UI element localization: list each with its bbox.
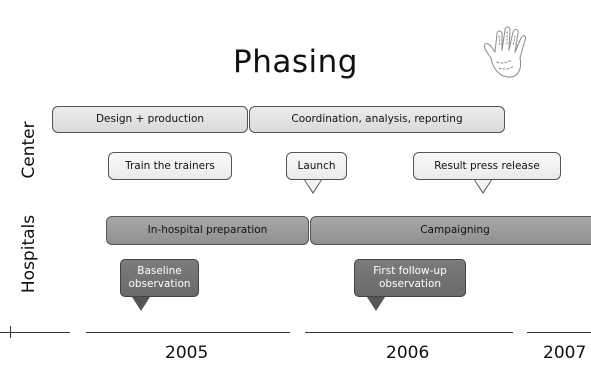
phase-coordination: Coordination, analysis, reporting bbox=[249, 106, 505, 133]
phase-campaigning: Campaigning bbox=[310, 216, 591, 245]
slide-title: Phasing bbox=[233, 44, 358, 80]
milestone-launch: Launch bbox=[286, 152, 347, 180]
phase-coordination-label: Coordination, analysis, reporting bbox=[291, 113, 463, 125]
timeline-segment-2005 bbox=[86, 332, 290, 333]
baseline-pointer bbox=[132, 297, 150, 311]
milestone-launch-label: Launch bbox=[297, 159, 336, 172]
phase-design-production-label: Design + production bbox=[95, 113, 205, 125]
milestone-train-trainers-label: Train the trainers bbox=[125, 159, 215, 172]
phase-in-hospital-preparation: In-hospital preparation bbox=[106, 216, 309, 245]
milestone-first-follow-up: First follow-up observation bbox=[354, 259, 466, 297]
phase-campaigning-label: Campaigning bbox=[420, 224, 490, 236]
timeline-segment-2007 bbox=[527, 332, 591, 333]
follow-up-pointer bbox=[367, 297, 385, 311]
timeline-tick-start bbox=[10, 326, 11, 338]
phase-in-hospital-preparation-label: In-hospital preparation bbox=[147, 224, 268, 236]
phase-design-production: Design + production bbox=[52, 106, 248, 133]
handprint-icon bbox=[484, 26, 526, 78]
milestone-first-follow-up-label: First follow-up observation bbox=[373, 265, 447, 290]
milestone-press-release: Result press release bbox=[413, 152, 561, 180]
timeline-segment-2006 bbox=[305, 332, 513, 333]
milestone-baseline-observation-label: Baseline observation bbox=[128, 265, 191, 290]
milestone-train-trainers: Train the trainers bbox=[108, 152, 232, 180]
year-label-2006: 2006 bbox=[386, 343, 430, 363]
year-label-2005: 2005 bbox=[165, 343, 209, 363]
milestone-press-release-label: Result press release bbox=[434, 159, 540, 172]
row-label-center: Center bbox=[19, 121, 39, 179]
row-label-hospitals: Hospitals bbox=[19, 214, 39, 294]
timeline-segment-pre bbox=[0, 332, 70, 333]
milestone-baseline-observation: Baseline observation bbox=[120, 259, 199, 297]
year-label-2007: 2007 bbox=[543, 343, 587, 363]
press-release-pointer bbox=[474, 180, 492, 194]
launch-pointer bbox=[304, 180, 322, 194]
